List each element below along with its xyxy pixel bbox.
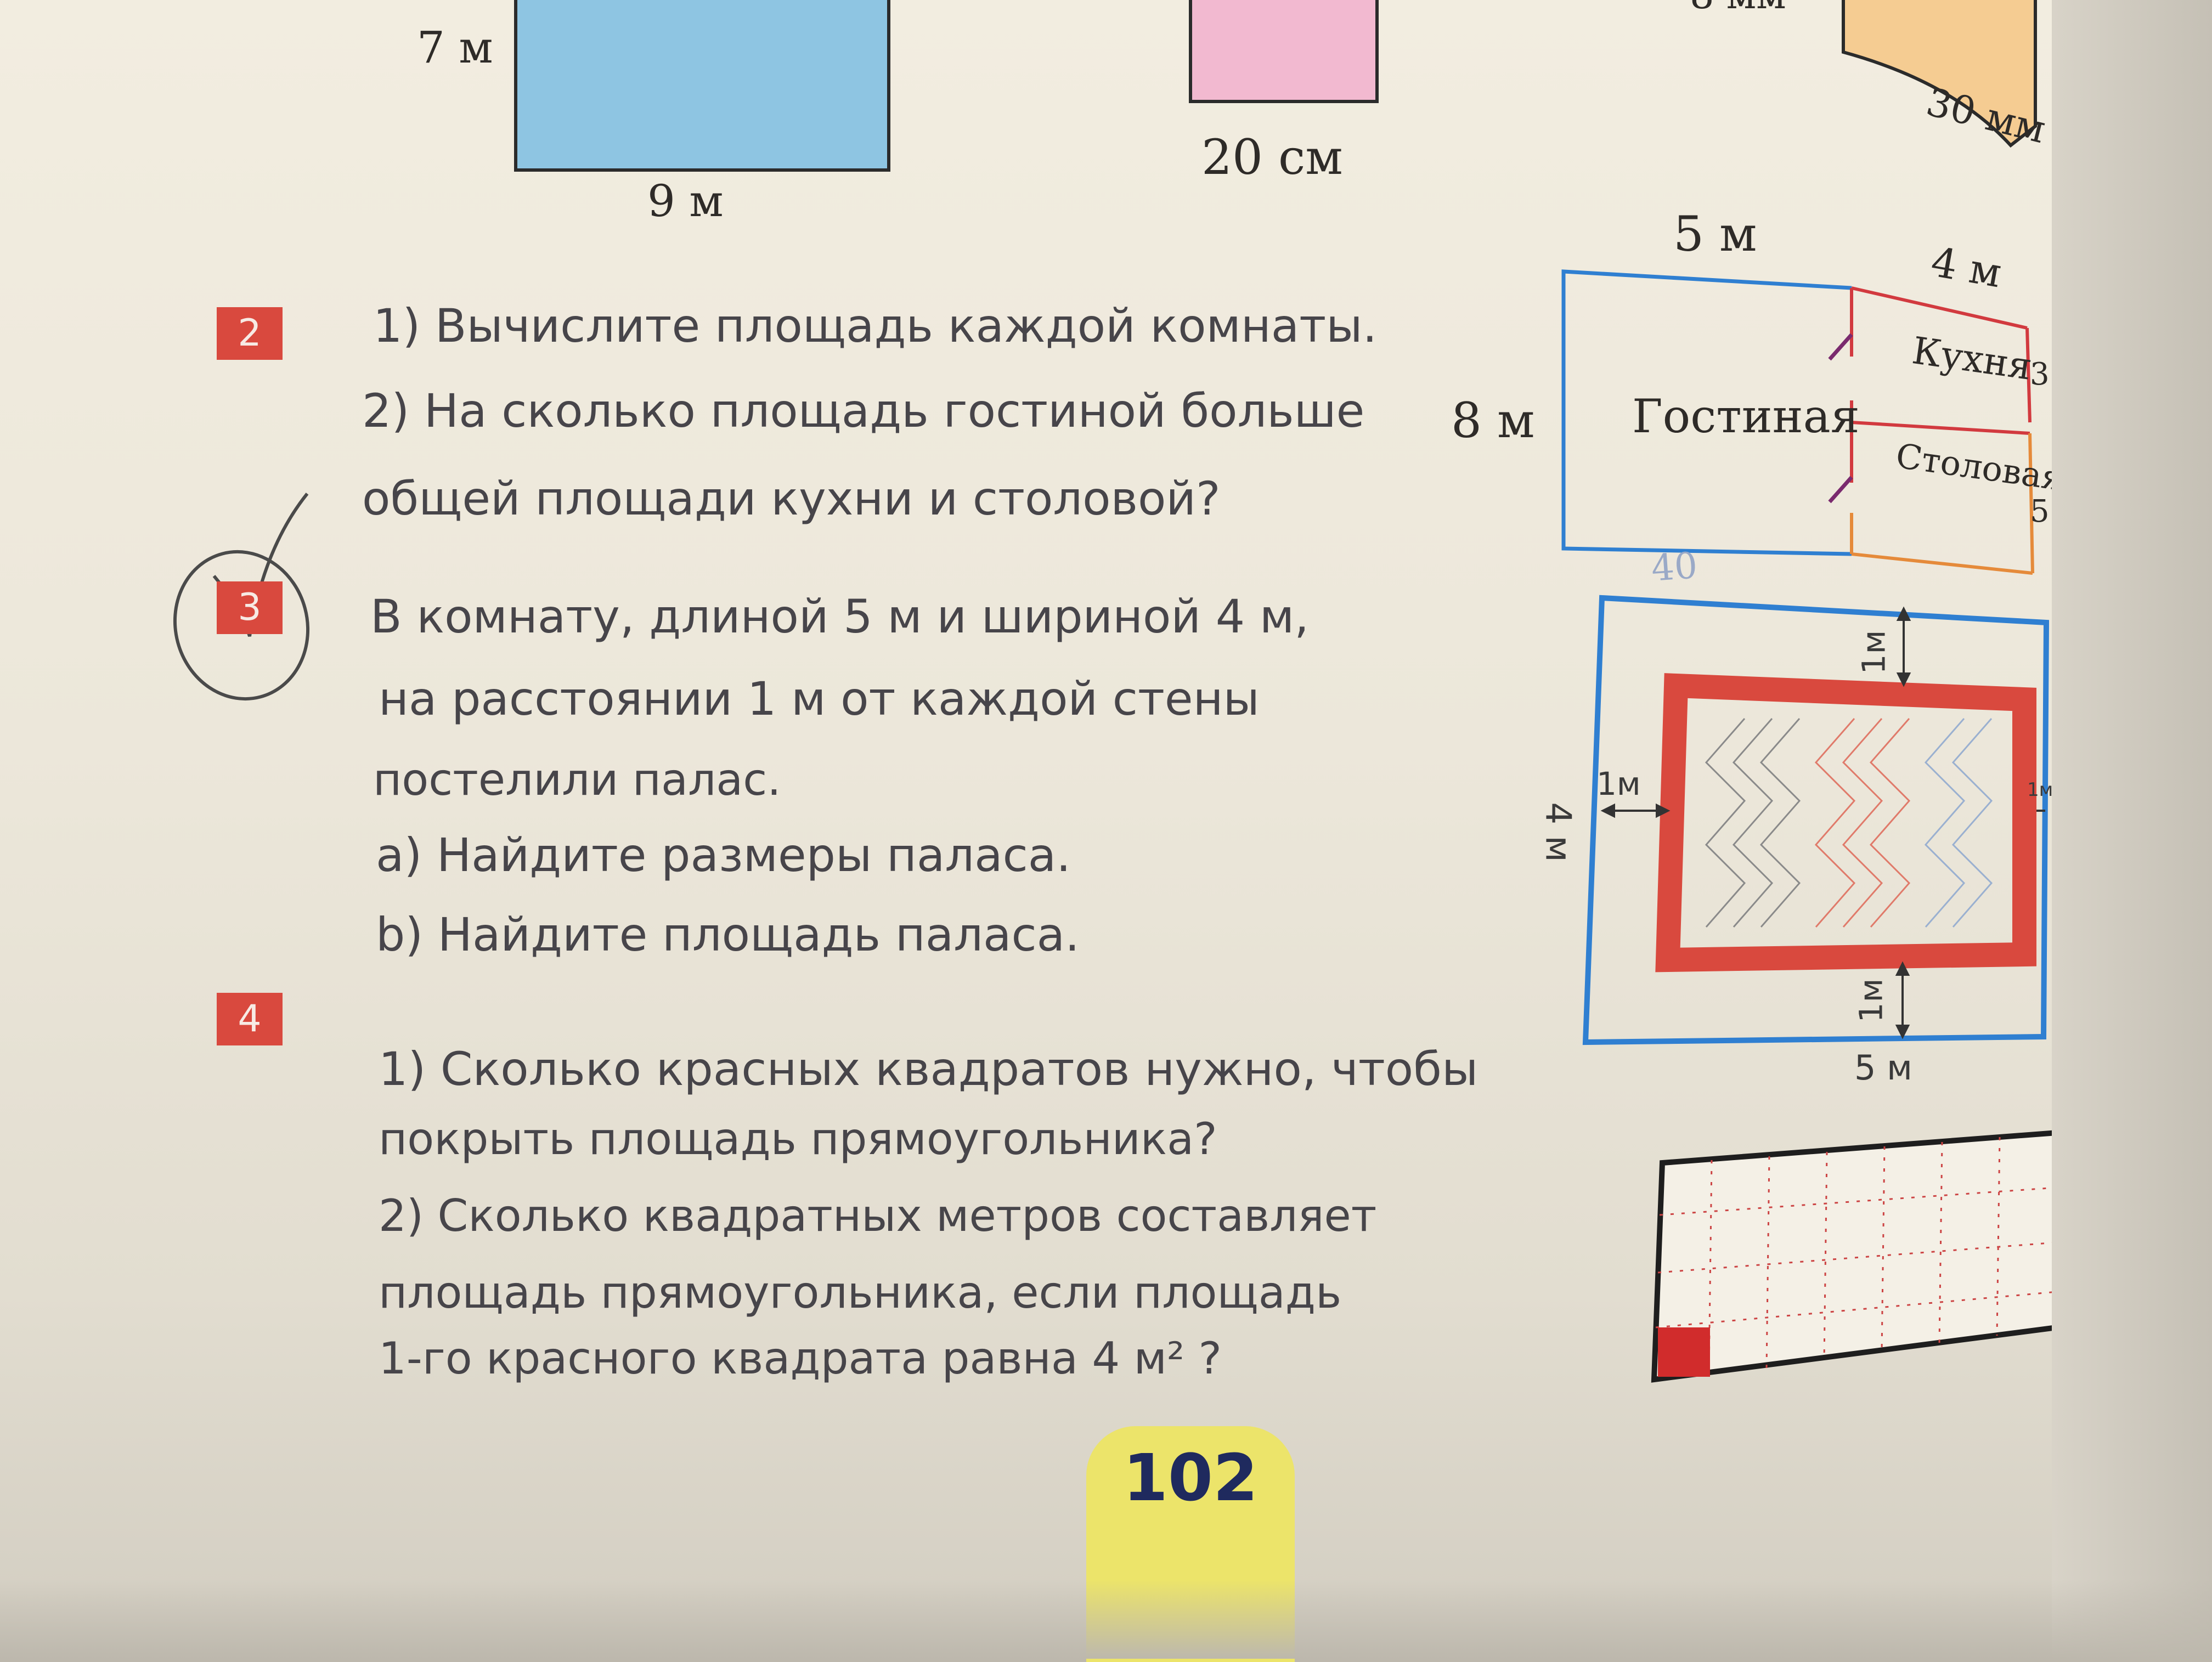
plan-top-width-label: 5 м	[1673, 206, 1757, 262]
task3-number-badge: 3	[217, 581, 283, 634]
pink-square	[1189, 0, 1379, 103]
carpet-left-gap-label: 1м	[1596, 765, 1641, 802]
carpet-width-label: 5 м	[1854, 1048, 1912, 1088]
plan-living-room-outline	[1561, 269, 1852, 556]
plan-dining-side-label: 5	[2030, 494, 2050, 529]
plan-living-room-label: Гостиная	[1632, 389, 1860, 443]
task4-number-badge: 4	[217, 993, 283, 1045]
plan-bottom-orange	[1851, 552, 2033, 575]
room-outline	[1582, 595, 2050, 1045]
book-bottom-shadow	[0, 1580, 2212, 1659]
task4-line3: 2) Сколько квадратных метров составляет	[379, 1190, 1377, 1241]
task2-line2: 2) На сколько площадь гостиной больше	[362, 384, 1365, 438]
task3-line5: b) Найдите площадь паласа.	[376, 908, 1080, 962]
task4-line5: 1-го красного квадрата равна 4 м² ?	[379, 1333, 1222, 1384]
plan-top-red	[1851, 286, 2028, 330]
handwritten-circle	[173, 550, 310, 701]
grid-rectangle-outline	[1651, 1129, 2060, 1383]
task4-line2: покрыть площадь прямоугольника?	[379, 1113, 1217, 1164]
blue-rect-height-label: 7 м	[417, 22, 493, 73]
plan-right-red	[2025, 327, 2032, 423]
carpet-zigzag-pattern	[1705, 718, 1993, 928]
pink-square-width-label: 20 см	[1201, 129, 1343, 185]
blue-rectangle	[514, 0, 890, 172]
task2-line1: 1) Вычислите площадь каждой комнаты.	[373, 299, 1378, 353]
grid-dotted-lines	[1655, 1137, 2058, 1375]
kitchen-door-swing	[1828, 333, 1853, 361]
plan-right-orange	[2028, 433, 2034, 574]
plan-kitchen-side-label: 3	[2030, 357, 2050, 392]
task3-line3: постелили палас.	[373, 754, 781, 805]
plan-height-label: 8 м	[1451, 392, 1535, 449]
carpet-outline	[1655, 673, 2036, 973]
task2-line3: общей площади кухни и столовой?	[362, 472, 1221, 525]
orange-curved-shape	[1842, 0, 2037, 148]
plan-divider-red	[1851, 421, 2030, 435]
gap-arrows	[1600, 606, 2045, 1039]
page-number: 102	[1122, 1440, 1259, 1516]
book-right-edge	[2052, 0, 2212, 1659]
task3-line4: a) Найдите размеры паласа.	[376, 828, 1071, 882]
task2-number-badge: 2	[217, 307, 283, 360]
task4-line1: 1) Сколько красных квадратов нужно, чтоб…	[379, 1042, 1479, 1096]
carpet-right-gap-label: 1м	[2027, 779, 2053, 801]
task3-line2: на расстоянии 1 м от каждой стены	[379, 672, 1260, 726]
blue-rect-width-label: 9 м	[647, 176, 724, 227]
red-unit-square	[1658, 1327, 1710, 1377]
task4-line4: площадь прямоугольника, если площадь	[379, 1267, 1342, 1318]
orange-shape-top-label: 8 мм	[1690, 0, 1786, 18]
dining-door-swing	[1828, 476, 1853, 504]
task3-line1: В комнату, длиной 5 м и шириной 4 м,	[370, 590, 1309, 643]
